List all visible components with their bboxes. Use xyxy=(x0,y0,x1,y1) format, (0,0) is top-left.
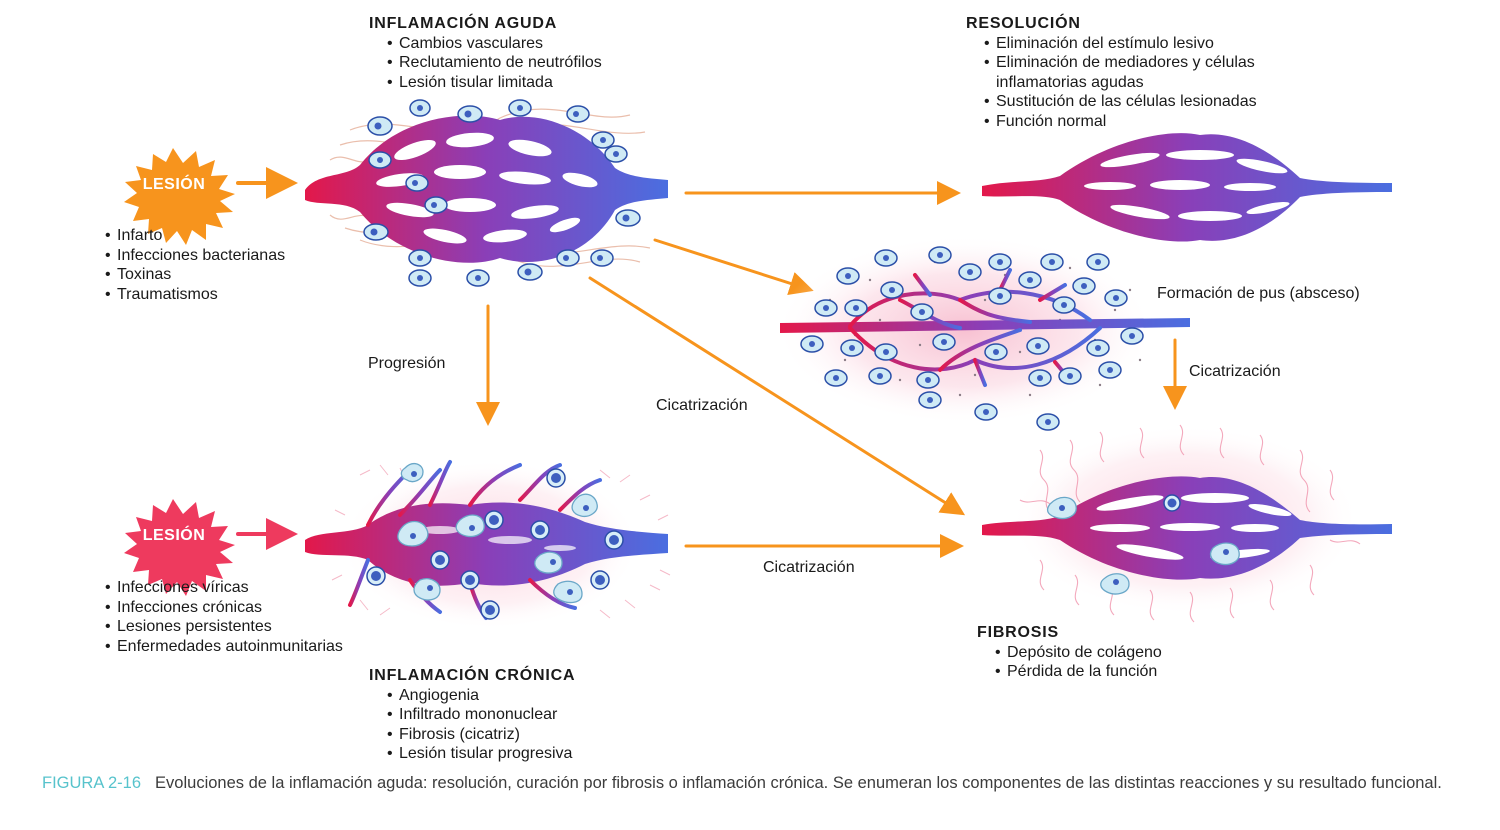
healing-chronic-label: Cicatrización xyxy=(763,559,855,576)
resolution-item: Sustitución de las células lesionadas xyxy=(984,92,1257,112)
figure-label: FIGURA 2-16 xyxy=(42,774,142,792)
injury-badge-top-label: LESIÓN xyxy=(143,174,206,193)
cause-item: Infecciones bacterianas xyxy=(105,246,285,266)
cause-item: Infecciones víricas xyxy=(105,578,343,598)
chronic-item: Lesión tisular progresiva xyxy=(387,744,575,764)
cause-item: Enfermedades autoinmunitarias xyxy=(105,637,343,657)
cause-item: Lesiones persistentes xyxy=(105,617,343,637)
acute-title: INFLAMACIÓN AGUDA xyxy=(369,15,558,32)
fibrosis-illustration xyxy=(982,424,1392,623)
resolution-list: Eliminación del estímulo lesivo Eliminac… xyxy=(984,34,1257,132)
arrows xyxy=(236,167,1187,558)
fibrosis-block: FIBROSIS Depósito de colágeno Pérdida de… xyxy=(977,623,1162,682)
progression-label: Progresión xyxy=(368,355,446,372)
chronic-list: Angiogenia Infiltrado mononuclear Fibros… xyxy=(387,686,575,764)
resolution-item: Eliminación de mediadores y células infla… xyxy=(984,53,1257,92)
injury-badge-bottom-label: LESIÓN xyxy=(143,525,206,544)
acute-causes-list: Infarto Infecciones bacterianas Toxinas … xyxy=(105,226,285,304)
arrow-acute-to-abscess xyxy=(653,238,814,295)
arrow-acute-to-fibrosis xyxy=(588,276,966,516)
chronic-title: INFLAMACIÓN CRÓNICA xyxy=(369,667,576,684)
chronic-causes-list: Infecciones víricas Infecciones crónicas… xyxy=(105,578,343,656)
abscess-label: Formación de pus (absceso) xyxy=(1157,285,1360,302)
figure-caption-text: Evoluciones de la inflamación aguda: res… xyxy=(155,774,1442,792)
fibrosis-title: FIBROSIS xyxy=(977,624,1059,641)
figure-caption: FIGURA 2-16 Evoluciones de la inflamación… xyxy=(42,773,1492,794)
chronic-item: Angiogenia xyxy=(387,686,575,706)
healing-abscess-label: Cicatrización xyxy=(1189,363,1281,380)
acute-inflammation-illustration xyxy=(305,99,668,287)
chronic-inflammation-illustration xyxy=(305,460,671,630)
acute-block: INFLAMACIÓN AGUDA Cambios vasculares Rec… xyxy=(369,14,602,92)
chronic-item: Fibrosis (cicatriz) xyxy=(387,725,575,745)
resolution-title: RESOLUCIÓN xyxy=(966,15,1081,32)
acute-neutrophils xyxy=(363,99,641,287)
acute-item: Lesión tisular limitada xyxy=(387,73,602,93)
fibrosis-item: Pérdida de la función xyxy=(995,662,1162,682)
acute-item: Cambios vasculares xyxy=(387,34,602,54)
healing-diagonal-label: Cicatrización xyxy=(656,397,748,414)
resolution-item: Función normal xyxy=(984,112,1257,132)
acute-item: Reclutamiento de neutrófilos xyxy=(387,53,602,73)
fibrosis-list: Depósito de colágeno Pérdida de la funci… xyxy=(995,643,1162,682)
cause-item: Infarto xyxy=(105,226,285,246)
cause-item: Traumatismos xyxy=(105,285,285,305)
cause-item: Toxinas xyxy=(105,265,285,285)
resolution-item-text: Eliminación de mediadores y células xyxy=(996,54,1255,71)
injury-starburst-top: LESIÓN xyxy=(124,148,235,245)
abscess-illustration xyxy=(775,235,1190,431)
cause-item: Infecciones crónicas xyxy=(105,598,343,618)
chronic-block: INFLAMACIÓN CRÓNICA Angiogenia Infiltrad… xyxy=(369,666,575,764)
acute-list: Cambios vasculares Reclutamiento de neut… xyxy=(387,34,602,93)
fibrosis-item: Depósito de colágeno xyxy=(995,643,1162,663)
resolution-item: Eliminación del estímulo lesivo xyxy=(984,34,1257,54)
injury-starburst-bottom: LESIÓN xyxy=(124,499,235,596)
resolution-block: RESOLUCIÓN Eliminación del estímulo lesi… xyxy=(966,14,1257,131)
resolution-item-continuation: inflamatorias agudas xyxy=(996,73,1144,91)
chronic-item: Infiltrado mononuclear xyxy=(387,705,575,725)
resolution-illustration xyxy=(982,133,1392,242)
abscess-neutrophils xyxy=(800,246,1144,431)
